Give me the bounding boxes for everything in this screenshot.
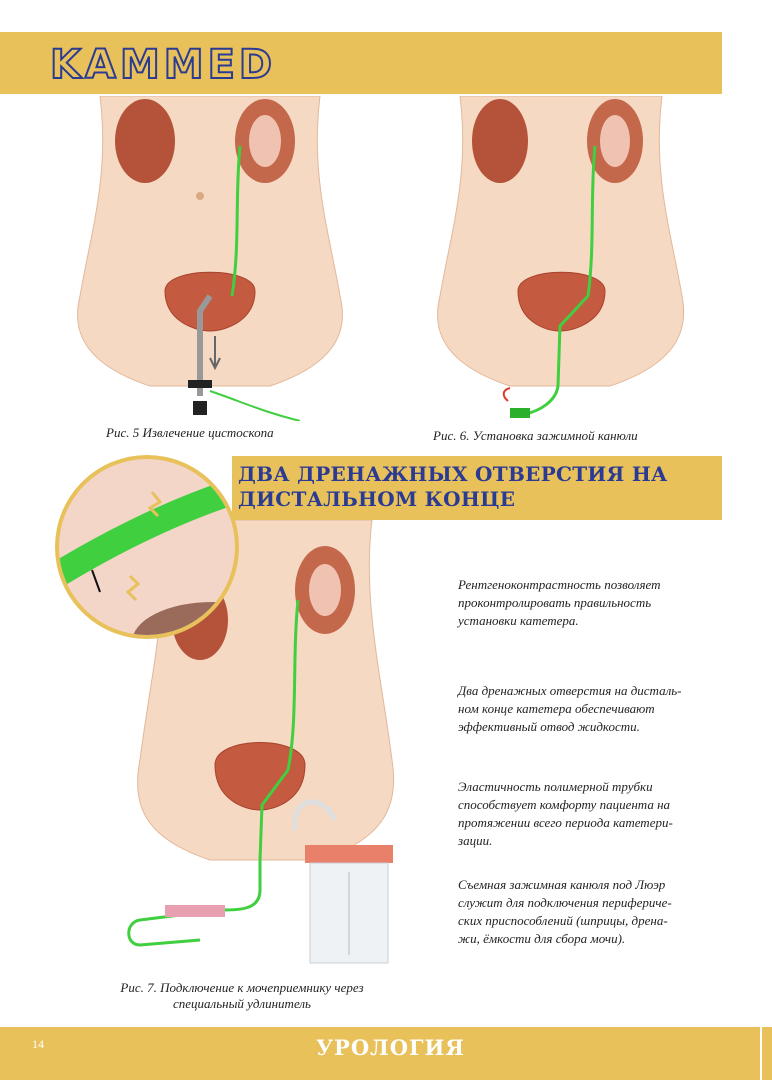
- footer-edge: [762, 1027, 772, 1080]
- logo-text: KAMMED: [50, 42, 276, 88]
- catheter-tip: [59, 479, 235, 585]
- page-number: 14: [32, 1037, 44, 1051]
- cystoscope: [197, 294, 213, 396]
- extension-tube: [292, 799, 338, 831]
- figure-6-caption: Рис. 6. Установка зажимной канюли: [433, 428, 638, 443]
- footer-title: УРОЛОГИЯ: [316, 1035, 465, 1060]
- feature-text: Съемная зажимная канюля под Люэр служит …: [458, 877, 672, 946]
- figure-5-caption: Рис. 5 Извлечение цистоскопа: [106, 425, 274, 440]
- figure-5-illustration: [77, 96, 343, 421]
- section-title: ДВА ДРЕНАЖНЫХ ОТВЕРСТИЯ НА ДИСТАЛЬНОМ КО…: [238, 462, 668, 511]
- catheter-line: [258, 599, 300, 861]
- feature-text: Рентгеноконтрастность позволяет проконтр…: [458, 577, 661, 628]
- catheter-line: [230, 145, 242, 297]
- header-band: [0, 32, 722, 94]
- feature-text: Эластичность полимерной трубки способств…: [458, 779, 673, 848]
- section-band: [232, 456, 722, 520]
- arrow-down-icon: [209, 336, 221, 371]
- bladder: [517, 271, 606, 332]
- feature-text: Два дренажных отверстия на дисталь- ном …: [458, 683, 682, 734]
- luer-connector: [165, 905, 225, 917]
- kidney-left: [472, 99, 528, 183]
- drainage-hole-icon: [125, 574, 141, 602]
- collector-lid: [305, 845, 393, 863]
- catheter-line: [524, 145, 597, 416]
- figure-7-caption: Рис. 7. Подключение к мочеприемнику чере…: [120, 980, 364, 1011]
- bladder: [214, 742, 306, 811]
- magnified-inset: [55, 455, 239, 639]
- footer-band: [0, 1027, 760, 1080]
- clamp-cannula: [510, 408, 530, 418]
- figure-6-illustration: [437, 96, 685, 418]
- drainage-hole-icon: [147, 491, 163, 518]
- kammed-logo: KAMMED: [49, 41, 276, 88]
- rotate-arrow-icon: [502, 387, 511, 402]
- kidney-left: [115, 99, 175, 183]
